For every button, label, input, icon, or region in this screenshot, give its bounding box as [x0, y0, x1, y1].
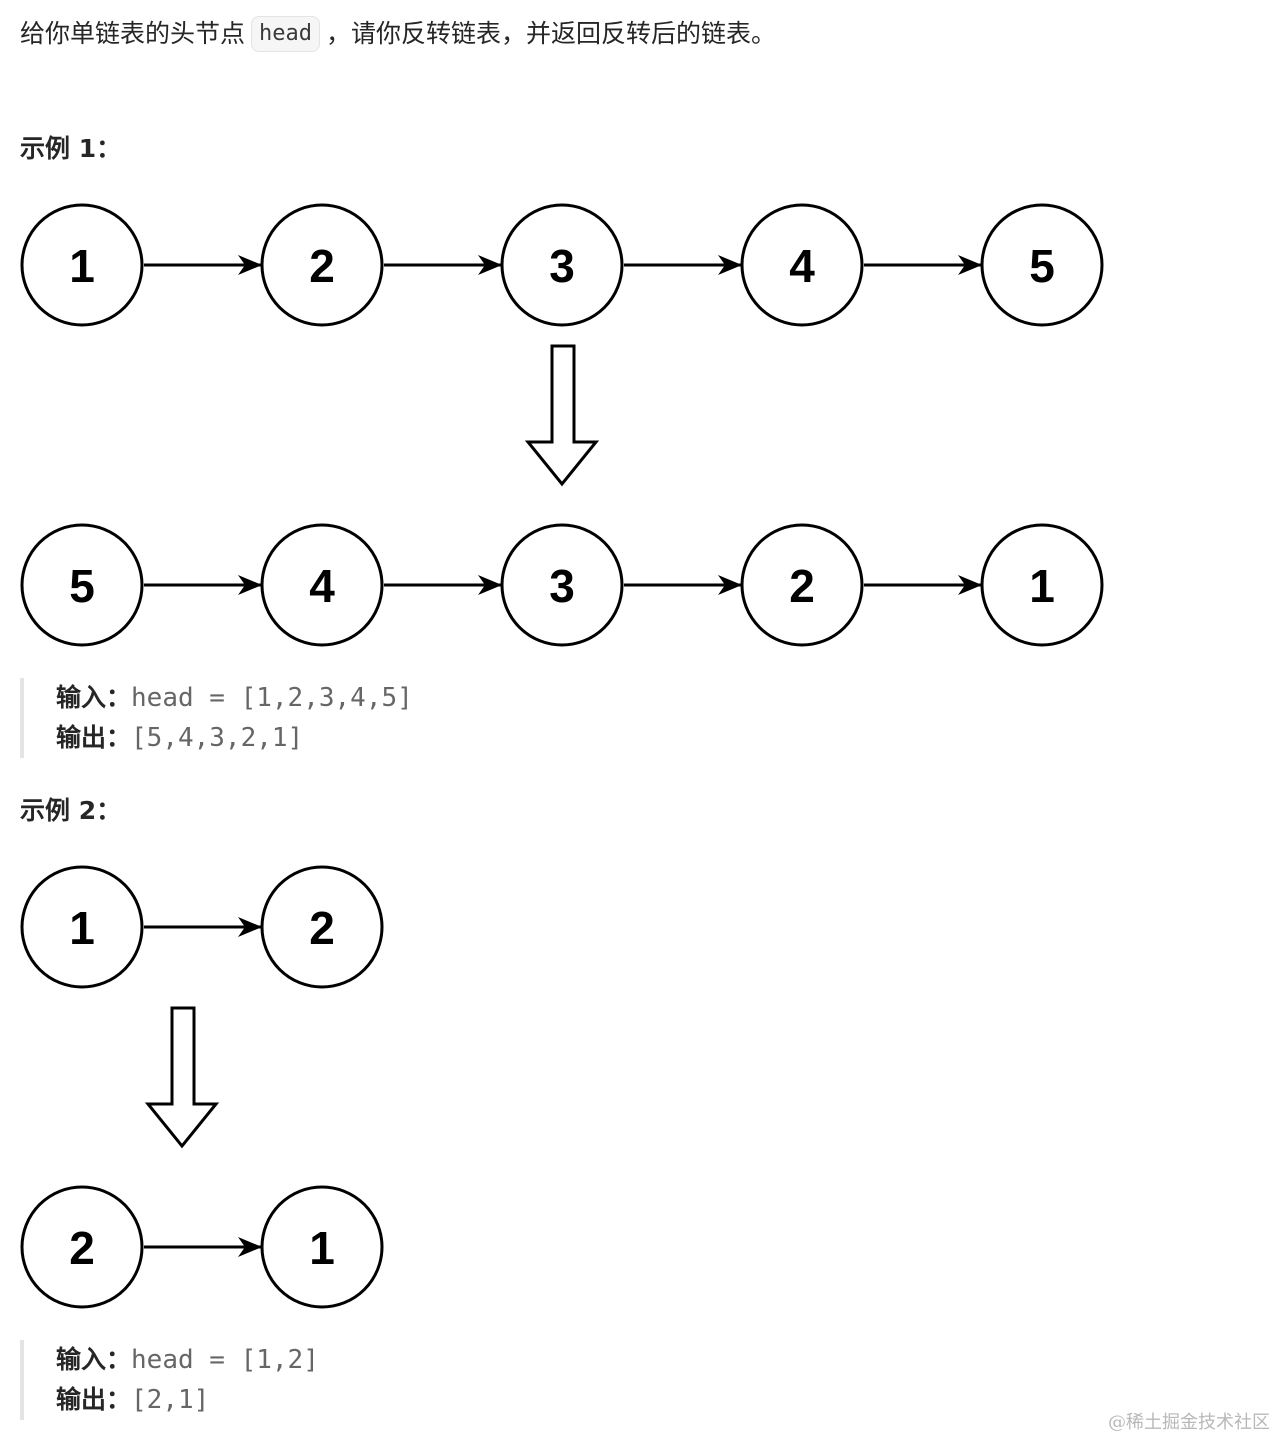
- example-1-input-line: 输入：head = [1,2,3,4,5]: [56, 678, 413, 718]
- down-arrow-icon: [524, 344, 600, 487]
- node-value: 5: [69, 560, 95, 612]
- list-node: 2: [260, 203, 384, 327]
- down-arrow-icon: [144, 1006, 220, 1149]
- node-value: 3: [549, 560, 575, 612]
- list-node: 5: [20, 523, 144, 647]
- example-1-io: 输入：head = [1,2,3,4,5] 输出：[5,4,3,2,1]: [20, 678, 413, 758]
- node-value: 1: [69, 240, 95, 292]
- node-value: 5: [1029, 240, 1055, 292]
- list-node: 2: [260, 865, 384, 989]
- list-node: 1: [260, 1185, 384, 1309]
- node-value: 2: [789, 560, 815, 612]
- output-label: 输出：: [56, 1385, 132, 1414]
- list-node: 3: [500, 203, 624, 327]
- example-2-io: 输入：head = [1,2] 输出：[2,1]: [20, 1340, 319, 1420]
- example-1-diagram: 1 2 3 4 5 5 4 3 2 1: [20, 203, 1104, 647]
- input-value: head = [1,2]: [131, 1345, 319, 1375]
- input-label: 输入：: [56, 1345, 132, 1374]
- output-value: [2,1]: [131, 1385, 210, 1415]
- list-node: 4: [260, 523, 384, 647]
- example-1-output-line: 输出：[5,4,3,2,1]: [56, 718, 413, 758]
- list-node: 3: [500, 523, 624, 647]
- node-value: 2: [309, 240, 335, 292]
- example-2-title: 示例 2：: [20, 796, 122, 825]
- node-value: 1: [69, 902, 95, 954]
- node-value: 1: [1029, 560, 1055, 612]
- example-2-output-line: 输出：[2,1]: [56, 1380, 319, 1420]
- output-label: 输出：: [56, 723, 132, 752]
- list-node: 5: [980, 203, 1104, 327]
- list-node: 2: [20, 1185, 144, 1309]
- list-node: 1: [20, 203, 144, 327]
- inline-code-head: head: [251, 16, 320, 52]
- example-2-input-line: 输入：head = [1,2]: [56, 1340, 319, 1380]
- example-1-title: 示例 1：: [20, 134, 122, 163]
- output-value: [5,4,3,2,1]: [131, 723, 304, 753]
- node-value: 1: [309, 1222, 335, 1274]
- node-value: 3: [549, 240, 575, 292]
- node-value: 2: [309, 902, 335, 954]
- watermark: @稀土掘金技术社区: [1108, 1412, 1270, 1433]
- list-node: 1: [20, 865, 144, 989]
- problem-text-after: ，请你反转链表，并返回反转后的链表。: [326, 19, 777, 48]
- input-value: head = [1,2,3,4,5]: [131, 683, 413, 713]
- list-node: 1: [980, 523, 1104, 647]
- node-value: 4: [309, 560, 335, 612]
- problem-text-before: 给你单链表的头节点: [20, 19, 246, 48]
- node-value: 4: [789, 240, 815, 292]
- example-2-diagram: 1 2 2 1: [20, 865, 384, 1309]
- list-node: 2: [740, 523, 864, 647]
- list-node: 4: [740, 203, 864, 327]
- node-value: 2: [69, 1222, 95, 1274]
- input-label: 输入：: [56, 683, 132, 712]
